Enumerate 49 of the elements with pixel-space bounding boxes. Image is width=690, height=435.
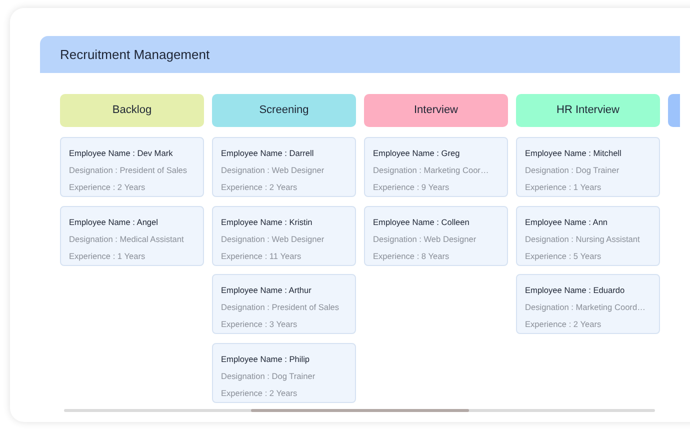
candidate-card [212, 274, 356, 334]
candidate-card [212, 206, 356, 266]
employee-name: Employee Name : Greg [373, 147, 461, 160]
employee-name: Employee Name : Ann [525, 216, 609, 229]
candidate-card [364, 137, 508, 197]
candidate-card [516, 274, 660, 334]
designation: Designation : President of Sales [221, 301, 340, 314]
employee-name: Employee Name : Colleen [373, 216, 470, 229]
designation: Designation : Medical Assistant [69, 233, 185, 246]
experience: Experience : 3 Years [221, 318, 298, 331]
experience: Experience : 2 Years [221, 387, 298, 400]
employee-name: Employee Name : Mitchell [525, 147, 622, 160]
experience: Experience : 11 Years [221, 250, 302, 263]
employee-name: Employee Name : Dev Mark [69, 147, 174, 160]
candidate-card [516, 206, 660, 266]
experience: Experience : 5 Years [525, 250, 602, 263]
experience: Experience : 2 Years [221, 181, 298, 194]
candidate-card [516, 137, 660, 197]
designation: Designation : Marketing Coor… [373, 164, 490, 177]
candidate-card [60, 206, 204, 266]
column-header: Interview [364, 94, 508, 127]
designation: Designation : Dog Trainer [525, 164, 620, 177]
designation: Designation : Web Designer [221, 164, 326, 177]
employee-name: Employee Name : Philip [221, 353, 311, 366]
designation: Designation : Marketing Coord… [525, 301, 646, 314]
experience: Experience : 1 Years [525, 181, 602, 194]
column-header: HR Interview [516, 94, 660, 127]
employee-name: Employee Name : Eduardo [525, 284, 626, 297]
candidate-card [364, 206, 508, 266]
experience: Experience : 8 Years [373, 250, 450, 263]
candidate-card [212, 137, 356, 197]
experience: Experience : 2 Years [69, 181, 146, 194]
candidate-card [212, 343, 356, 403]
experience: Experience : 2 Years [525, 318, 602, 331]
designation: Designation : President of Sales [69, 164, 188, 177]
experience: Experience : 1 Years [69, 250, 146, 263]
employee-name: Employee Name : Darrell [221, 147, 315, 160]
employee-name: Employee Name : Angel [69, 216, 160, 229]
experience: Experience : 9 Years [373, 181, 450, 194]
designation: Designation : Dog Trainer [221, 370, 316, 383]
candidate-card [60, 137, 204, 197]
employee-name: Employee Name : Kristin [221, 216, 314, 229]
board-title: Recruitment Management [40, 36, 680, 73]
column-header: Backlog [60, 94, 204, 127]
designation: Designation : Web Designer [221, 233, 326, 246]
column-header: Screening [212, 94, 356, 127]
employee-name: Employee Name : Arthur [221, 284, 312, 297]
designation: Designation : Nursing Assistant [525, 233, 641, 246]
designation: Designation : Web Designer [373, 233, 478, 246]
